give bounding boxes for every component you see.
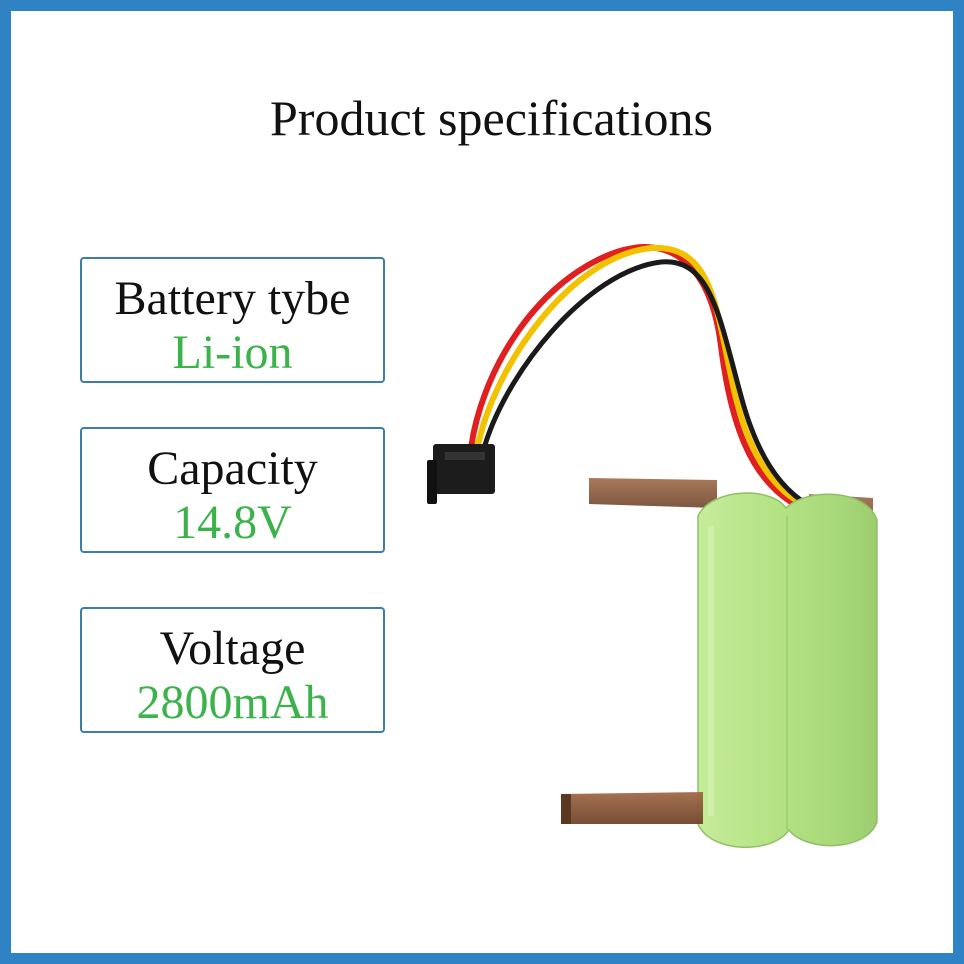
spec-box-battery-type: Battery tybe Li-ion: [80, 257, 385, 383]
spec-box-voltage: Voltage 2800mAh: [80, 607, 385, 733]
battery-cell-pack: [697, 492, 878, 848]
wire-bundle: [468, 244, 810, 507]
spec-box-capacity: Capacity 14.8V: [80, 427, 385, 553]
battery-pack-icon: [427, 244, 878, 848]
spec-value: Li-ion: [172, 326, 293, 379]
page-title: Product specifications: [270, 90, 713, 146]
spec-value: 14.8V: [173, 496, 292, 549]
spec-label: Voltage: [159, 622, 306, 675]
bottom-tab: [561, 792, 703, 824]
connector-plug-icon: [427, 444, 495, 504]
spec-label: Capacity: [147, 442, 318, 495]
spec-value: 2800mAh: [136, 676, 329, 729]
spec-label: Battery tybe: [114, 272, 351, 325]
